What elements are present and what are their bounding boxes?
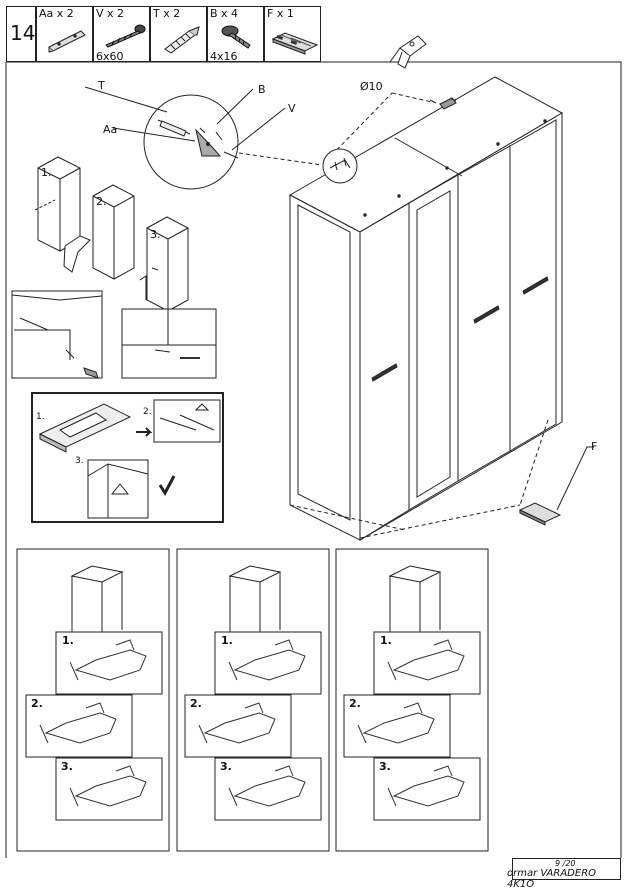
product-name: ormar VARADERO 4K1O [507, 868, 597, 890]
hinge-c-step-1: 1. [380, 634, 392, 647]
kit-step-3-label: 3. [75, 456, 84, 466]
wall-plug-icon [164, 26, 200, 54]
substep-3-label: 3. [150, 228, 161, 241]
callout-f: F [591, 440, 598, 453]
part-t-label: T x 2 [153, 7, 181, 20]
hinge-a-step-3: 3. [61, 760, 73, 773]
wardrobe [288, 76, 564, 541]
pad-strip-icon [271, 32, 319, 55]
bracket-icon [48, 30, 86, 53]
callout-v: V [288, 102, 296, 115]
callout-t: T [98, 79, 105, 92]
part-v-label: V x 2 [96, 7, 125, 20]
hinge-c-step-2: 2. [349, 697, 361, 710]
part-b-label: B x 4 [210, 7, 239, 20]
screw-long-icon [105, 24, 146, 48]
part-f-label: F x 1 [267, 7, 294, 20]
drill-icon [389, 35, 427, 69]
hinge-b-step-3: 3. [220, 760, 232, 773]
step-number: 14 [10, 21, 36, 45]
hinge-a-step-2: 2. [31, 697, 43, 710]
callout-aa: Aa [103, 123, 118, 136]
hinge-c-step-3: 3. [379, 760, 391, 773]
detail-zoom [84, 86, 286, 190]
screw-short-icon [221, 25, 251, 49]
kit-step-2-label: 2. [143, 407, 152, 417]
part-cell-v: V x 2 6x60 [93, 6, 150, 63]
substep-1-label: 1. [41, 166, 52, 179]
callout-b: B [258, 83, 266, 96]
kit-step-1-label: 1. [36, 412, 45, 422]
hinge-a-step-1: 1. [62, 634, 74, 647]
footer-box: 9 /20 ormar VARADERO 4K1O [507, 858, 621, 890]
substep-2-label: 2. [96, 195, 107, 208]
page-number: 9 /20 [555, 859, 576, 868]
step-number-cell: 14 [6, 6, 36, 62]
hinge-b-step-1: 1. [221, 634, 233, 647]
callout-drill-size: Ø10 [360, 80, 383, 93]
part-cell-b: B x 4 4x16 [207, 6, 264, 63]
part-v-size: 6x60 [96, 50, 124, 63]
part-aa-label: Aa x 2 [39, 7, 74, 20]
part-b-size: 4x16 [210, 50, 238, 63]
hinge-b-step-2: 2. [190, 697, 202, 710]
